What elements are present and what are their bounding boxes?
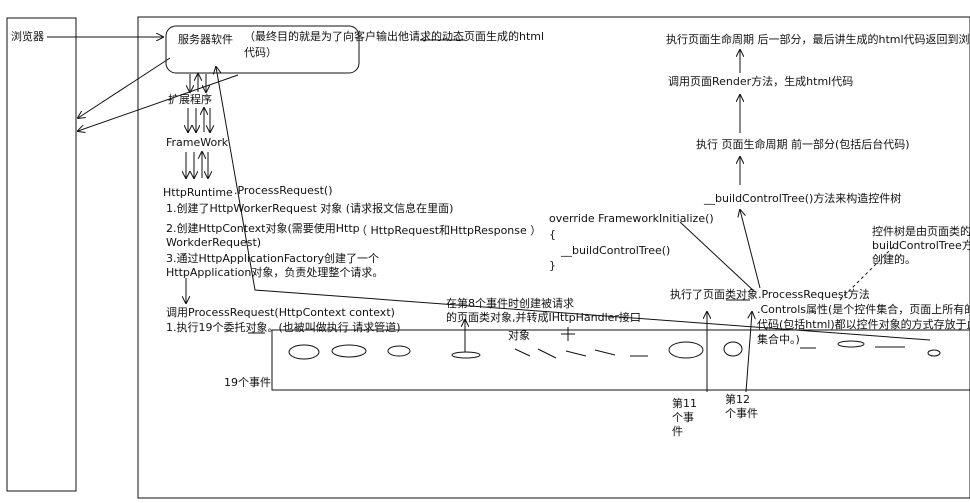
event8-note-a: 在第8个事件时创建被请求 [446, 297, 574, 310]
step-3a: 3.通过HttpApplicationFactory创建了一个 [166, 252, 380, 265]
server-note-2: 代码） [244, 46, 277, 59]
event-11 [668, 341, 704, 359]
event-19 [927, 349, 941, 357]
arrow-page-to-server [216, 67, 931, 341]
event11-label-b: 个事 [672, 411, 694, 424]
override-label: override FrameworkInitialize() [549, 212, 714, 225]
extension-label: 扩展程序 [168, 93, 212, 106]
exec-19-delegates: 1.执行19个委托对象。(也被叫做执行 请求管道) [166, 321, 401, 334]
events-19-label: 19个事件 [224, 376, 271, 389]
event-12 [723, 341, 743, 357]
framework-label: FrameWork [166, 136, 229, 149]
httpruntime-label: HttpRuntime [163, 186, 233, 199]
browser-box [6, 17, 77, 492]
event12-label-a: 第12 [725, 393, 750, 406]
step-1: 1.创建了HttpWorkerRequest 对象 (请求报文信息在里面) [166, 202, 454, 215]
link-override-page [679, 221, 756, 293]
tree-note-a: 控件树是由页面类的 [872, 225, 970, 238]
controls-c: 集合中。) [757, 333, 800, 346]
events-box [271, 329, 970, 391]
event11-label-c: 件 [672, 425, 683, 438]
arrow-page-build [740, 210, 761, 289]
brace-open: { [549, 228, 556, 241]
arrow-return-2 [78, 74, 239, 131]
event-1 [288, 344, 320, 360]
server-note: （最终目的就是为了向客户输出他请求的动态页面生成的html [244, 30, 545, 43]
server-box [165, 25, 360, 74]
brace-close: } [549, 259, 556, 272]
server-software-label: 服务器软件 [178, 33, 233, 46]
page-exec-label: 执行了页面类对象.ProcessRequest方法 [670, 288, 870, 301]
arrow-event12 [745, 312, 752, 393]
step-2a: 2.创建HttpContext对象(需要使用Http [166, 222, 360, 235]
build-call: __buildControlTree() [561, 244, 671, 257]
arrow-return-1 [78, 57, 171, 118]
exec-front-label: 执行 页面生命周期 前一部分(包括后台代码) [696, 138, 910, 151]
event11-label-a: 第11 [672, 397, 697, 410]
call-process-request: 调用ProcessRequest(HttpContext context) [166, 306, 395, 319]
event12-label-b: 个事件 [725, 407, 758, 420]
leader-tree-note [839, 244, 896, 301]
event-2 [331, 344, 367, 358]
step-3b: HttpApplication对象，负责处理整个请求。 [166, 266, 384, 279]
step-2b: （ HttpRequest和HttpResponse ） [356, 224, 542, 237]
main-frame [137, 16, 970, 499]
controls-a: .Controls属性(是个控件集合，页面上所有的 [757, 303, 970, 316]
tree-note-b: buildControlTree方法 [872, 239, 970, 252]
controls-b: 代码(包括html)都以控件对象的方式存放于此 [757, 318, 970, 331]
exec-back-label: 执行页面生命周期 后一部分，最后讲生成的html代码返回到浏览器 [666, 33, 970, 46]
event-3 [387, 345, 411, 357]
step-2c: WorkderRequest) [166, 236, 262, 249]
render-label: 调用页面Render方法，生成html代码 [668, 75, 854, 88]
browser-label: 浏览器 [11, 30, 44, 43]
event-16 [837, 340, 865, 348]
build-tree-label: __buildControlTree()方法来构造控件树 [704, 192, 902, 205]
event8-note-b: 的页面类对象,并转成IHttpHandler接口 [446, 311, 641, 324]
tree-note-c: 创建的。 [872, 253, 916, 266]
event-9 [514, 348, 531, 357]
event8-note-c: 对象 [508, 329, 530, 342]
process-request-label: .ProcessRequest() [234, 184, 333, 197]
event-8 [451, 351, 481, 359]
